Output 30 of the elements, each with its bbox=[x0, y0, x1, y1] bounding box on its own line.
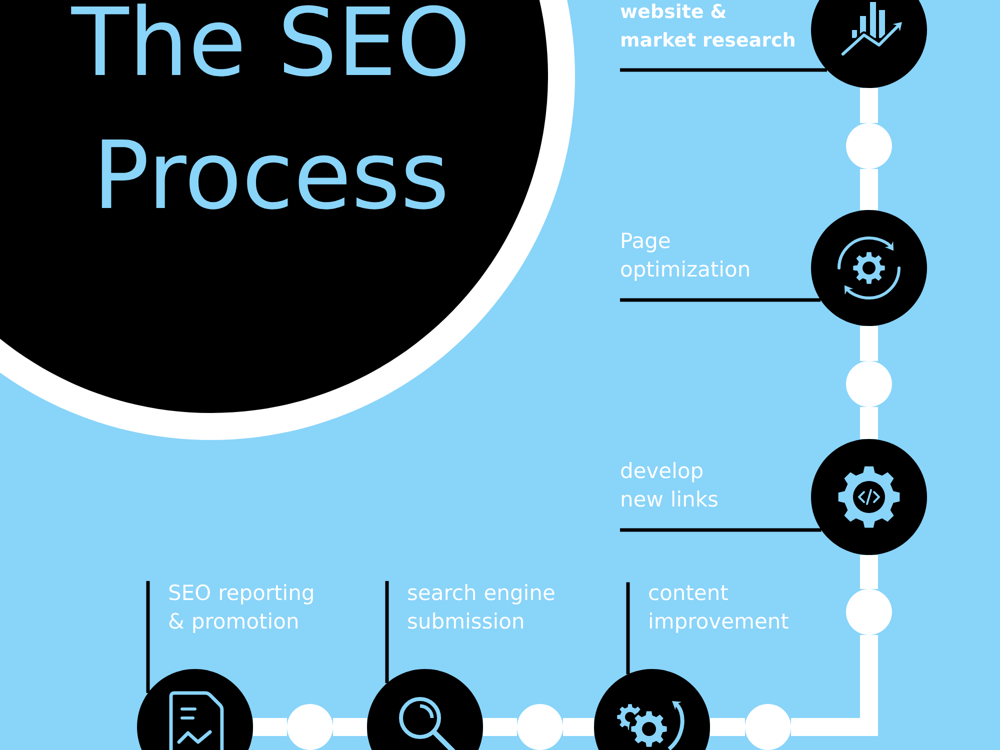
leader-line bbox=[385, 581, 389, 684]
track-dot bbox=[846, 123, 892, 169]
track-line bbox=[791, 635, 878, 736]
track-dot bbox=[287, 704, 333, 750]
step-label: develop new links bbox=[621, 462, 718, 507]
track-line bbox=[860, 555, 878, 589]
step-label: Page optimization bbox=[621, 232, 749, 281]
track-line bbox=[860, 407, 878, 439]
leader-line bbox=[626, 582, 630, 674]
track-line bbox=[253, 718, 287, 736]
step-label: SEO reporting & promotion bbox=[169, 584, 313, 633]
track-dot bbox=[846, 589, 892, 635]
leader-line bbox=[620, 298, 821, 302]
leader-line bbox=[620, 68, 828, 72]
track-line bbox=[333, 718, 367, 736]
track-dot bbox=[846, 361, 892, 407]
track-line bbox=[483, 718, 517, 736]
track-line bbox=[710, 718, 745, 736]
track-line bbox=[860, 169, 878, 210]
step-label: content improvement bbox=[649, 585, 788, 633]
track-line bbox=[563, 718, 594, 736]
track-line bbox=[860, 88, 878, 123]
leader-line bbox=[146, 581, 150, 694]
step-circle bbox=[811, 210, 927, 326]
track-dot bbox=[517, 704, 563, 750]
track-line bbox=[860, 326, 878, 361]
track-dot bbox=[745, 704, 791, 750]
leader-line bbox=[620, 528, 822, 532]
step-label: search engine submission bbox=[408, 584, 554, 629]
step-label: website & market research bbox=[620, 4, 794, 47]
